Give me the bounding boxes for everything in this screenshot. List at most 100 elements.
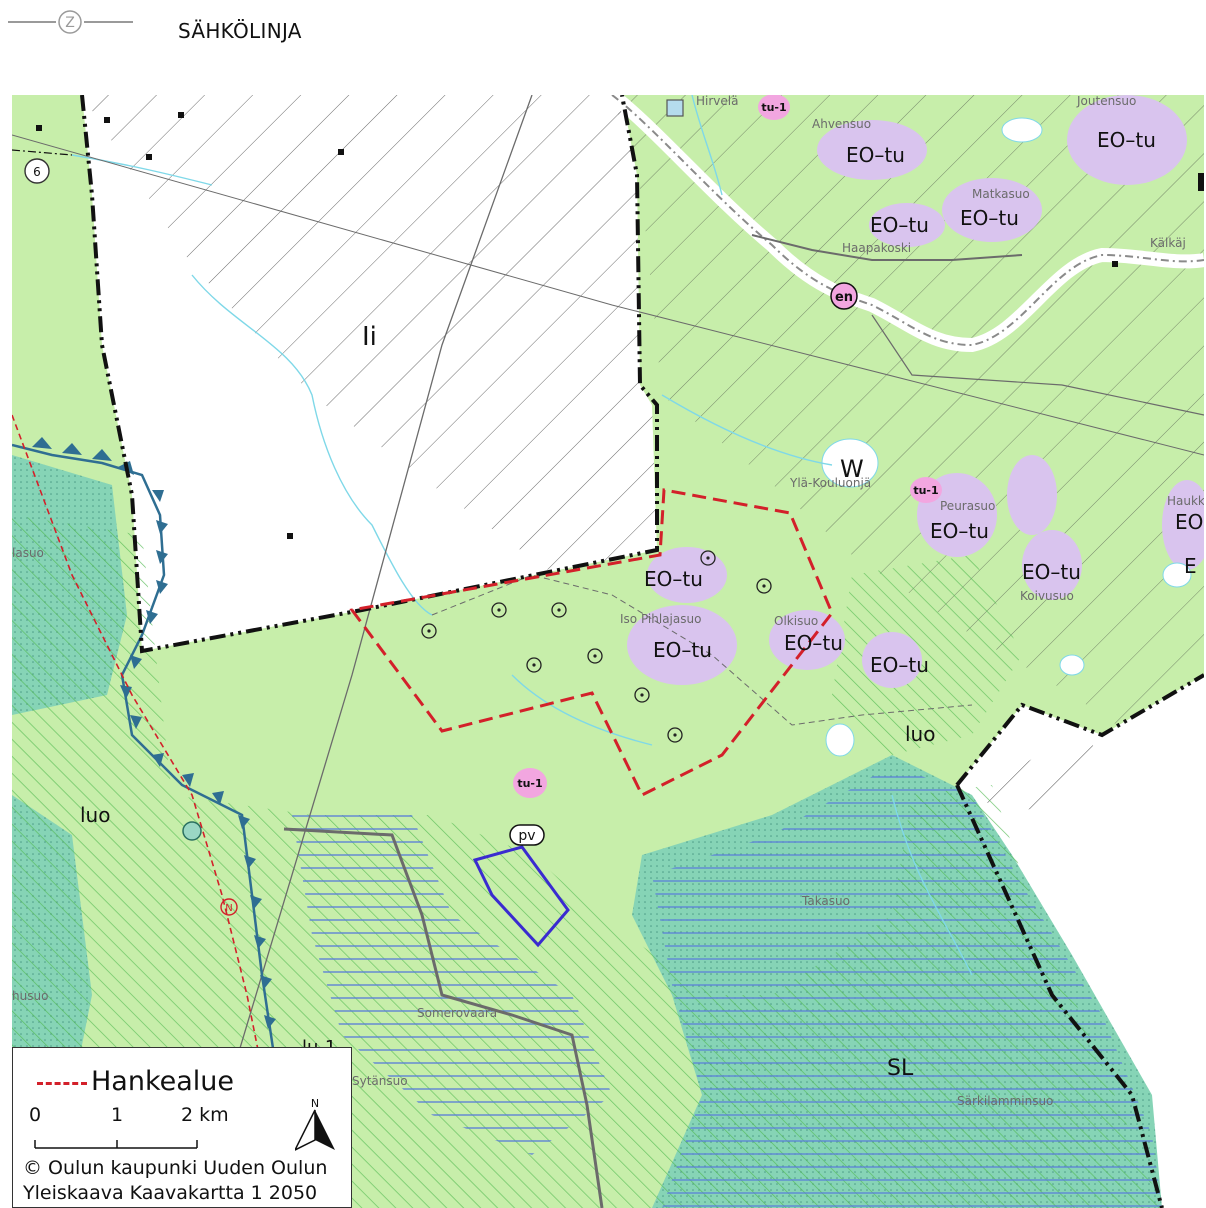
place-kalkaj: Kälkäj bbox=[1150, 236, 1186, 250]
wind-turbine-center bbox=[532, 663, 536, 667]
eo-tu-label-1: EO–tu bbox=[846, 143, 905, 167]
ii-label: Ii bbox=[362, 322, 377, 352]
place-lasuo: lasuo bbox=[12, 546, 44, 560]
map-legend: Hankealue 0 1 2 km N © Oulun kaupunki Uu… bbox=[12, 1047, 352, 1208]
hatch-zone-northwest bbox=[82, 95, 657, 573]
hatch-zone-east-small bbox=[972, 735, 1112, 815]
eo-tu-label-6: EO–tu bbox=[1022, 560, 1081, 584]
scale-label-0: 0 bbox=[29, 1104, 42, 1126]
wind-turbine-icon bbox=[587, 648, 603, 664]
master-plan-map[interactable]: en 6 N tu-1 tu-1 tu-1 pv Ii W luo luo SL… bbox=[12, 95, 1204, 1208]
north-arrow-icon: N bbox=[295, 1097, 335, 1151]
route-6-icon bbox=[24, 158, 50, 184]
wind-turbine-icon bbox=[634, 687, 650, 703]
north-letter: N bbox=[311, 1097, 319, 1110]
wind-turbine-icon bbox=[491, 602, 507, 618]
blue-hatch-zone-east bbox=[652, 765, 1162, 1208]
wind-turbine-center bbox=[593, 654, 597, 658]
place-haapakoski: Haapakoski bbox=[842, 241, 911, 255]
eo-tu-label-7: EO–tu bbox=[644, 567, 703, 591]
tu1-label-south: tu-1 bbox=[517, 777, 542, 790]
wind-turbine-icon bbox=[667, 727, 683, 743]
wind-turbine-center bbox=[557, 608, 561, 612]
eo-tu-label-8: EO–tu bbox=[653, 638, 712, 662]
route-6-label: 6 bbox=[33, 165, 41, 179]
project-area-boundary bbox=[349, 488, 834, 798]
place-haukk: Haukk bbox=[1167, 494, 1204, 508]
scale-label-1: 1 bbox=[111, 1104, 124, 1126]
place-somerovaara: Somerovaara bbox=[417, 1006, 497, 1020]
wind-turbine-center bbox=[673, 733, 677, 737]
wind-turbine-center bbox=[497, 608, 501, 612]
blue-hatch-zone-west bbox=[292, 815, 612, 1155]
wind-turbines bbox=[421, 550, 772, 743]
luo-label-east: luo bbox=[905, 722, 935, 746]
credit-text: © Oulun kaupunki Uuden Oulun Yleiskaava … bbox=[23, 1156, 327, 1206]
place-matkasuo: Matkasuo bbox=[972, 187, 1030, 201]
boundary-west-short bbox=[12, 149, 73, 156]
river-boundary-line bbox=[611, 95, 1204, 347]
place-iso-pihlajasuo: Iso Pihlajasuo bbox=[620, 612, 701, 626]
cyan-point-symbol-icon bbox=[182, 821, 202, 841]
place-koivusuo: Koivusuo bbox=[1020, 589, 1074, 603]
tu1-label-east: tu-1 bbox=[913, 484, 938, 497]
municipal-boundary-east bbox=[955, 673, 1204, 787]
wind-turbine-icon bbox=[756, 578, 772, 594]
power-line-label: SÄHKÖLINJA bbox=[178, 19, 302, 43]
wind-turbine-icon bbox=[551, 602, 567, 618]
rail-symbol-icon bbox=[220, 898, 238, 916]
wind-turbine-center bbox=[762, 584, 766, 588]
municipal-boundary-southeast bbox=[955, 784, 1164, 1208]
eo-tu-label-5: EO–tu bbox=[930, 519, 989, 543]
luo-label-west: luo bbox=[80, 803, 110, 827]
credit-line-2: Yleiskaava Kaavakartta 1 2050 bbox=[23, 1182, 318, 1204]
place-yla-kouluonjarvi: Ylä-Kouluonjä bbox=[789, 476, 871, 490]
en-label: en bbox=[835, 290, 853, 305]
wind-turbine-center bbox=[706, 556, 710, 560]
en-symbol-icon bbox=[830, 282, 858, 310]
place-takasuo: Takasuo bbox=[801, 894, 850, 908]
pv-label: pv bbox=[518, 828, 535, 844]
rail-symbol-letter: N bbox=[225, 903, 232, 914]
place-husuo: husuo bbox=[12, 989, 48, 1003]
municipal-boundary-ii bbox=[80, 95, 659, 654]
pv-badge bbox=[509, 824, 545, 846]
w-label: W bbox=[840, 455, 864, 483]
reserve-boundary-triangles bbox=[32, 437, 276, 1029]
place-peurasuo: Peurasuo bbox=[940, 499, 995, 513]
mire-areas bbox=[627, 95, 1204, 688]
wind-turbine-icon bbox=[526, 657, 542, 673]
edge-mark bbox=[1198, 173, 1204, 191]
eo-tu-label-edge-2: E bbox=[1184, 554, 1197, 578]
tu1-symbols bbox=[513, 95, 942, 798]
place-sarkilamminsuo: Särkilamminsuo bbox=[957, 1094, 1053, 1108]
place-olkisuo: Olkisuo bbox=[774, 614, 818, 628]
eo-tu-label-edge-1: EO bbox=[1175, 510, 1203, 534]
building-points bbox=[36, 112, 1118, 539]
streams bbox=[71, 95, 973, 976]
scale-bar bbox=[34, 1140, 198, 1149]
roads-and-lines bbox=[12, 95, 1204, 1208]
power-line-symbol-icon: Z bbox=[8, 10, 133, 34]
green-hatch-zone-east bbox=[832, 555, 1022, 755]
reserve-boundary bbox=[12, 443, 276, 1056]
lakes bbox=[821, 117, 1192, 757]
wind-turbine-center bbox=[427, 629, 431, 633]
eo-tu-label-3: EO–tu bbox=[870, 213, 929, 237]
eo-tu-label-9: EO–tu bbox=[784, 631, 843, 655]
scale-label-2km: 2 km bbox=[181, 1104, 229, 1126]
tu1-label-north: tu-1 bbox=[761, 101, 786, 114]
project-area-legend-line bbox=[37, 1082, 87, 1085]
map-canvas: en 6 N tu-1 tu-1 tu-1 pv Ii W luo luo SL… bbox=[12, 95, 1204, 1208]
project-area-legend-label: Hankealue bbox=[91, 1066, 235, 1097]
legend-power-line: Z SÄHKÖLINJA bbox=[0, 0, 1206, 90]
place-joutensuo: Joutensuo bbox=[1076, 95, 1136, 108]
eo-tu-label-10: EO–tu bbox=[870, 653, 929, 677]
place-hirvela: Hirvelä bbox=[696, 95, 738, 108]
pv-area-boundary bbox=[472, 845, 570, 948]
wind-turbine-icon bbox=[700, 550, 716, 566]
building-symbol-icon bbox=[666, 99, 684, 117]
wind-turbine-center bbox=[640, 693, 644, 697]
credit-line-1: © Oulun kaupunki Uuden Oulun bbox=[23, 1157, 328, 1179]
place-sytansuo: Sytänsuo bbox=[352, 1074, 408, 1088]
